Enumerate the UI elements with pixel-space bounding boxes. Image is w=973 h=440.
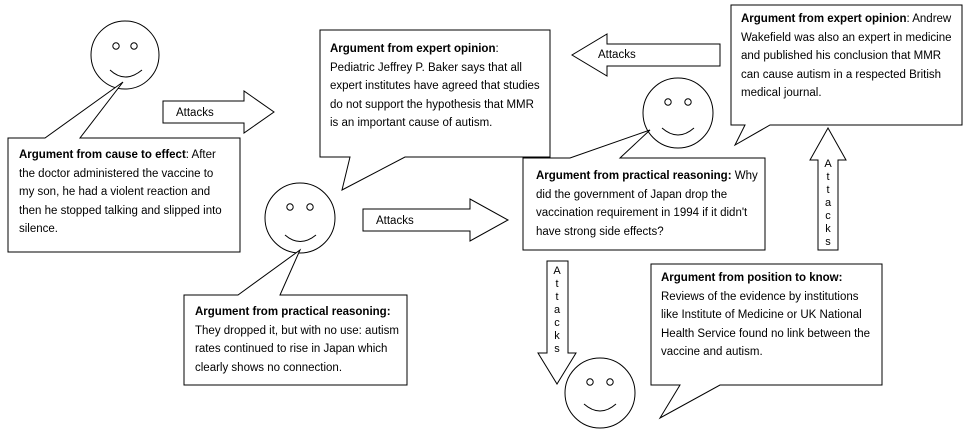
expert-right-body: : Andrew Wakefield was also an expert in… — [741, 13, 952, 99]
practical-center-text: Argument from practical reasoning: Why d… — [536, 167, 758, 241]
practical-left-body: They dropped it, but with no use: autism… — [195, 324, 399, 374]
expert-right-text: Argument from expert opinion: Andrew Wak… — [741, 10, 955, 103]
smiley-face-bottom-center-icon — [564, 357, 636, 429]
attacks-label-2: Attacks — [376, 215, 414, 227]
position-know-body: Reviews of the evidence by institutions … — [661, 290, 871, 359]
practical-left-title: Argument from practical reasoning: — [195, 306, 391, 318]
expert-left-title: Argument from expert opinion — [330, 43, 496, 55]
expert-right-title: Argument from expert opinion — [741, 13, 907, 25]
attacks-arrow-4 — [537, 260, 577, 385]
attacks-arrow-2 — [362, 198, 510, 242]
attacks-arrow-3 — [571, 33, 721, 77]
attacks-label-3: Attacks — [598, 49, 636, 61]
bubble-expert-right — [730, 4, 963, 147]
bubble-practical-center — [522, 129, 766, 251]
position-know-text: Argument from position to know: Reviews … — [661, 269, 875, 362]
smiley-face-center-left-icon — [264, 182, 336, 254]
smiley-face-center-right-icon — [642, 77, 714, 149]
cause-to-effect-body: : After the doctor administered the vacc… — [19, 149, 222, 235]
cause-to-effect-title: Argument from cause to effect — [19, 149, 186, 161]
attacks-arrow-5 — [809, 126, 847, 251]
attacks-label-1: Attacks — [176, 107, 214, 119]
practical-left-text: Argument from practical reasoning: They … — [195, 303, 401, 377]
cause-to-effect-text: Argument from cause to effect: After the… — [19, 146, 231, 239]
expert-left-text: Argument from expert opinion: Pediatric … — [330, 40, 542, 133]
bubble-cause-to-effect — [7, 81, 241, 253]
bubble-expert-left — [319, 29, 551, 191]
practical-center-title: Argument from practical reasoning: — [536, 170, 732, 182]
practical-center-body: Why did the government of Japan drop the… — [536, 170, 758, 238]
bubble-practical-left — [183, 248, 408, 386]
position-know-title: Argument from position to know: — [661, 272, 843, 284]
bubble-position-know — [650, 263, 883, 420]
expert-left-body: : Pediatric Jeffrey P. Baker says that a… — [330, 43, 540, 129]
smiley-face-top-left-icon — [90, 20, 160, 90]
attacks-arrow-1 — [162, 90, 275, 134]
